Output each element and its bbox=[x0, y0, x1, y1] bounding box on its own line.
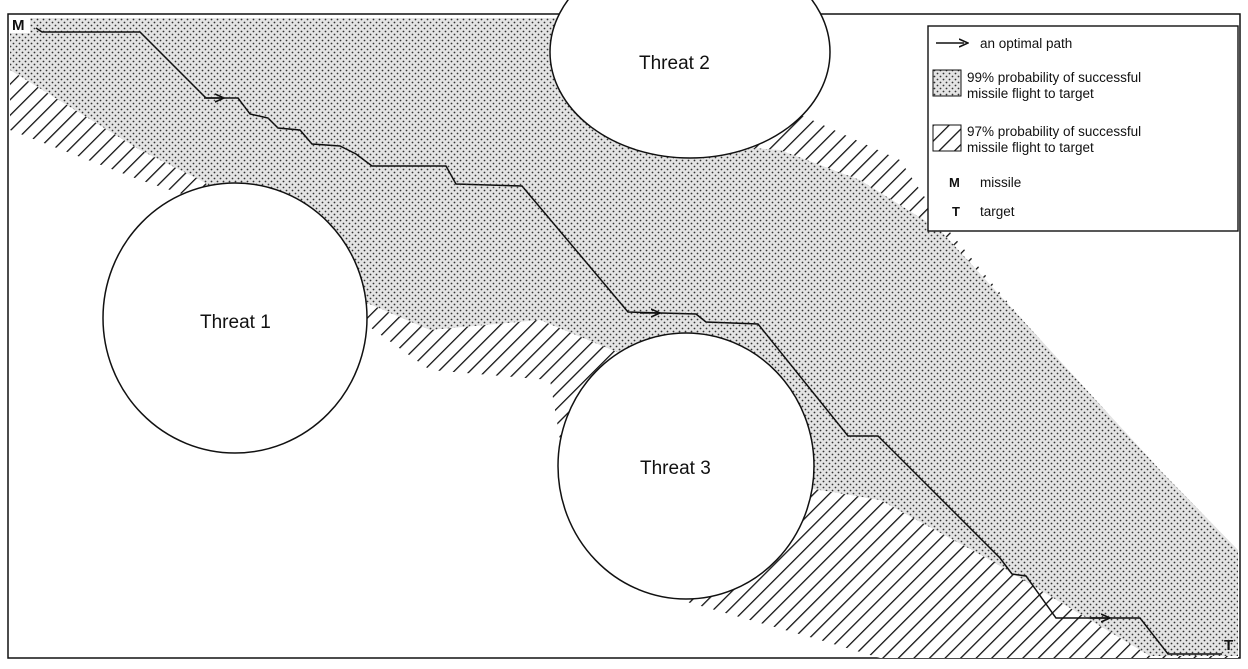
threat-3: Threat 3 bbox=[557, 332, 815, 600]
legend-p99-line2: missile flight to target bbox=[967, 86, 1094, 101]
threat-1: Threat 1 bbox=[102, 182, 368, 454]
legend-target-label: target bbox=[980, 204, 1015, 219]
threat-2-circle bbox=[549, 0, 831, 159]
p99-region bbox=[10, 18, 1238, 656]
optimal-path bbox=[35, 27, 1222, 655]
legend: an optimal path 99% probability of succe… bbox=[927, 25, 1239, 232]
missile-marker: M bbox=[12, 17, 25, 34]
threat-2: Threat 2 bbox=[549, 0, 831, 159]
threat-3-label: Threat 3 bbox=[640, 458, 711, 479]
legend-p99-swatch bbox=[932, 69, 962, 97]
legend-box bbox=[927, 25, 1239, 232]
legend-path-label: an optimal path bbox=[980, 36, 1072, 51]
missile-marker-bg bbox=[10, 15, 30, 33]
threat-1-label: Threat 1 bbox=[200, 312, 271, 333]
legend-p97-line1: 97% probability of successful bbox=[967, 124, 1141, 139]
threat-1-circle bbox=[102, 182, 368, 454]
target-marker: T bbox=[1224, 637, 1233, 654]
legend-p97-swatch bbox=[932, 124, 962, 152]
legend-target-symbol: T bbox=[952, 204, 960, 219]
threat-3-circle bbox=[557, 332, 815, 600]
legend-p97-line2: missile flight to target bbox=[967, 140, 1094, 155]
legend-p99-line1: 99% probability of successful bbox=[967, 70, 1141, 85]
threat-2-label: Threat 2 bbox=[639, 53, 710, 74]
legend-missile-label: missile bbox=[980, 175, 1021, 190]
legend-missile-symbol: M bbox=[949, 175, 960, 190]
